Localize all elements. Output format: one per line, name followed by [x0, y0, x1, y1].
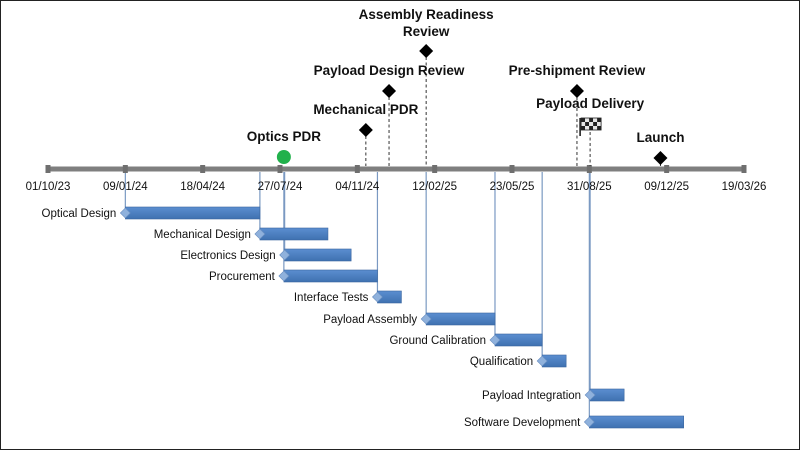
- checkered-flag-icon: [579, 117, 602, 136]
- task-bar-layer: [119, 206, 684, 429]
- tick-label-09-12-25: 09/12/25: [644, 181, 689, 193]
- tick-label-04-11-24: 04/11/24: [335, 181, 380, 193]
- task-start-marker: [583, 416, 595, 428]
- flag-square: [585, 122, 590, 126]
- flag-square: [597, 126, 602, 130]
- milestone-label-optics-pdr: Optics PDR: [247, 129, 322, 144]
- axis-tick: [432, 165, 438, 173]
- axis-tick: [122, 165, 128, 173]
- milestone-label-mechanical-pdr: Mechanical PDR: [313, 102, 418, 117]
- task-label-payload-integration: Payload Integration: [482, 390, 581, 402]
- task-label-procurement: Procurement: [209, 271, 276, 283]
- flag-square: [597, 118, 602, 122]
- task-label-software-development: Software Development: [464, 417, 581, 429]
- task-start-marker: [254, 228, 266, 240]
- task-bar-software-development: [589, 415, 684, 429]
- tick-label-09-01-24: 09/01/24: [103, 181, 148, 193]
- task-start-marker: [119, 207, 131, 219]
- task-label-mechanical-design: Mechanical Design: [154, 229, 251, 241]
- milestone-marker-launch: [653, 151, 668, 165]
- task-start-marker: [536, 355, 548, 367]
- milestone-marker-optics-pdr: [276, 150, 291, 164]
- tick-label-18-04-24: 18/04/24: [180, 181, 225, 193]
- flag-square: [589, 122, 594, 126]
- milestone-label-payload-delivery: Payload Delivery: [536, 96, 645, 111]
- connector-layer: [124, 172, 591, 422]
- milestone-marker-assembly-readiness-review: [419, 44, 434, 58]
- axis-tick: [354, 165, 360, 173]
- flag-square: [589, 118, 594, 122]
- milestone-layer: [276, 44, 668, 166]
- flag-square: [581, 126, 586, 130]
- task-start-marker: [584, 389, 596, 401]
- flag-square: [585, 126, 590, 130]
- tick-label-31-08-25: 31/08/25: [567, 181, 612, 193]
- tick-label-12-02-25: 12/02/25: [412, 181, 457, 193]
- milestone-marker-payload-design-review: [382, 84, 397, 98]
- flag-square: [581, 118, 586, 122]
- task-label-optical-design: Optical Design: [42, 208, 117, 220]
- flag-square: [597, 122, 602, 126]
- task-start-marker: [279, 249, 291, 261]
- task-label-payload-assembly: Payload Assembly: [323, 314, 417, 326]
- tick-label-27-07-24: 27/07/24: [258, 181, 303, 193]
- axis-tick: [741, 165, 747, 173]
- timeline-axis: 01/10/23 09/01/24 18/04/24 27/07/24 04/11/24…: [26, 165, 767, 193]
- task-start-marker: [420, 313, 432, 325]
- task-bar-ground-calibration: [494, 333, 543, 347]
- axis-tick: [45, 165, 51, 173]
- task-bar-payload-assembly: [425, 312, 496, 326]
- milestone-label-launch: Launch: [636, 130, 684, 145]
- milestone-label-pre-shipment-review: Pre-shipment Review: [509, 63, 646, 78]
- axis-tick: [664, 165, 670, 173]
- axis-tick: [586, 165, 592, 173]
- task-start-marker: [278, 270, 290, 282]
- tick-label-23-05-25: 23/05/25: [490, 181, 535, 193]
- task-start-marker: [489, 334, 501, 346]
- flag-square: [585, 118, 590, 122]
- task-label-interface-tests: Interface Tests: [294, 292, 369, 304]
- tick-label-19-03-26: 19/03/26: [722, 181, 767, 193]
- flag-outline: [580, 117, 602, 131]
- task-bar-optical-design: [125, 206, 261, 220]
- task-label-electronics-design: Electronics Design: [180, 250, 275, 262]
- axis-tick: [277, 165, 283, 173]
- task-label-ground-calibration: Ground Calibration: [389, 335, 486, 347]
- flag-square: [593, 118, 598, 122]
- milestone-marker-mechanical-pdr: [358, 123, 373, 137]
- task-label-qualification: Qualification: [470, 356, 533, 368]
- task-bar-electronics-design: [284, 248, 352, 262]
- flag-square: [589, 126, 594, 130]
- task-bar-procurement: [283, 269, 378, 283]
- milestone-label-payload-design-review: Payload Design Review: [314, 63, 465, 78]
- flag-square: [593, 126, 598, 130]
- task-bar-mechanical-design: [259, 227, 329, 241]
- flag-square: [581, 122, 586, 126]
- axis-tick: [200, 165, 206, 173]
- axis-tick: [509, 165, 515, 173]
- flag-square: [593, 122, 598, 126]
- task-start-marker: [372, 291, 383, 303]
- milestone-marker-pre-shipment-review: [569, 84, 584, 98]
- tick-label-01-10-23: 01/10/23: [26, 181, 71, 193]
